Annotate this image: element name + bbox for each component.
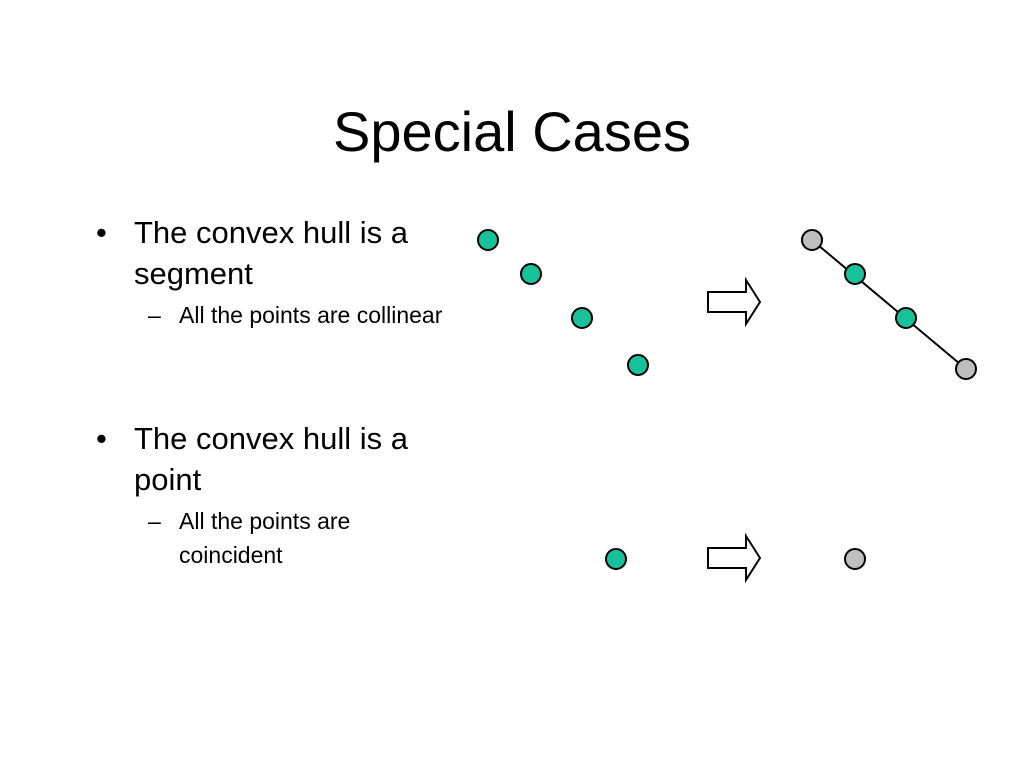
hull-segment-line xyxy=(811,239,967,370)
right-arrow-outline-icon xyxy=(707,532,762,584)
interior-point xyxy=(895,307,917,329)
sub-bullet: – All the points are coincident xyxy=(148,504,456,572)
bullet-main-text: • The convex hull is a segment xyxy=(96,212,456,294)
bullet-dot-icon: • xyxy=(96,421,107,456)
bullet-segment-text: The convex hull is a segment xyxy=(134,215,408,291)
bullet-main-text: • The convex hull is a point xyxy=(96,418,456,500)
slide-title: Special Cases xyxy=(333,100,691,163)
input-point xyxy=(520,263,542,285)
hull-endpoint xyxy=(801,229,823,251)
interior-point xyxy=(844,263,866,285)
bullet-segment: • The convex hull is a segment – All the… xyxy=(96,212,456,332)
coincident-case xyxy=(605,532,866,584)
sub-bullet: – All the points are collinear xyxy=(148,298,456,332)
input-point xyxy=(477,229,499,251)
bullet-point: • The convex hull is a point – All the p… xyxy=(96,418,456,572)
segment-hull-result xyxy=(801,229,977,380)
input-point xyxy=(571,307,593,329)
right-arrow-outline-icon xyxy=(707,276,762,328)
bullet-point-text: The convex hull is a point xyxy=(134,421,408,497)
sub-bullet-collinear-text: All the points are collinear xyxy=(179,302,443,328)
sub-bullet-dash-icon: – xyxy=(148,302,161,328)
hull-endpoint xyxy=(955,358,977,380)
bullet-dot-icon: • xyxy=(96,215,107,250)
sub-bullet-dash-icon: – xyxy=(148,508,161,534)
coincident-input-point xyxy=(605,548,627,570)
sub-bullet-coincident-text: All the points are coincident xyxy=(179,508,351,568)
collinear-input-points xyxy=(477,229,649,376)
input-point xyxy=(627,354,649,376)
point-hull-result xyxy=(844,548,866,570)
